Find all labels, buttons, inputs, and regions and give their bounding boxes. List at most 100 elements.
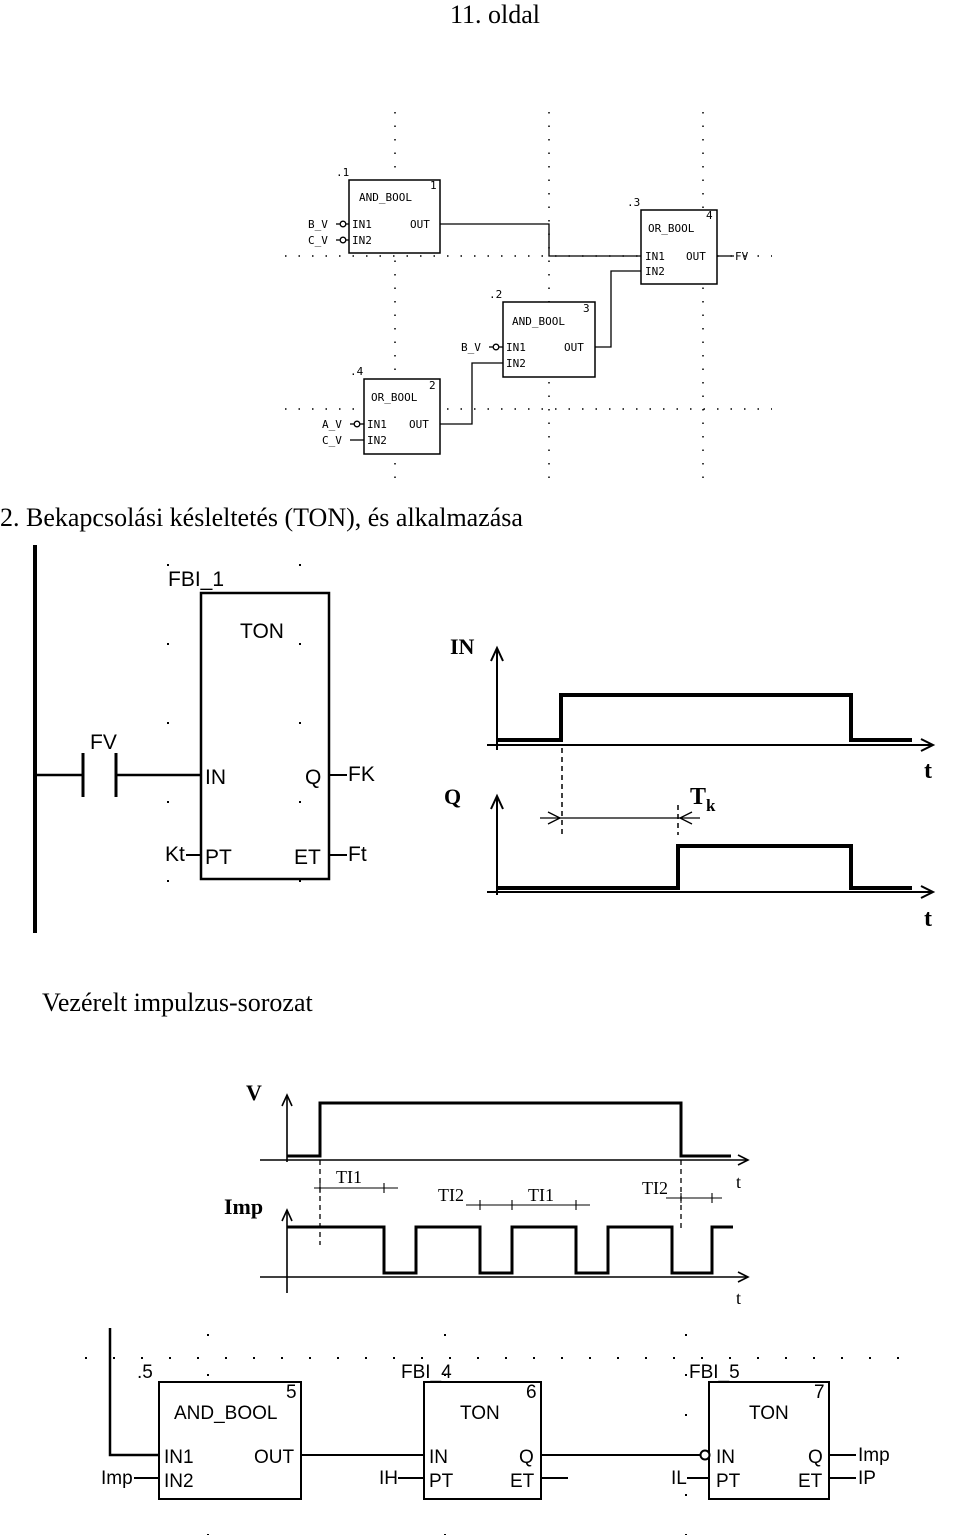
fbd1-b3-out: OUT: [564, 341, 584, 354]
fbd1-b2-num: 2: [429, 379, 436, 392]
fbd1-b2-in2: IN2: [367, 434, 387, 447]
fbd1-b1-in1: IN1: [352, 218, 372, 231]
fbd2-b5-in1: IN1: [164, 1447, 194, 1468]
fbd2-b6-type: TON: [460, 1403, 500, 1424]
fbd2-labels: .5 AND_BOOL 5 IN1 IN2 OUT Imp FBI_4 TON …: [101, 1362, 890, 1492]
fbd1-b4-type: OR_BOOL: [648, 222, 695, 235]
fbd1-b3-type: AND_BOOL: [512, 315, 565, 328]
fbd1-b4-num: 4: [706, 209, 713, 222]
fbd2-b7-in: IN: [716, 1447, 735, 1468]
subsection-title: Vezérelt impulzus-sorozat: [42, 988, 313, 1017]
pulse-t-axis-2: t: [736, 1288, 741, 1308]
fbd1-b1-type: AND_BOOL: [359, 191, 412, 204]
fbd2-b5-type: AND_BOOL: [174, 1403, 277, 1424]
fbd-diagram-1: [285, 112, 772, 490]
fbd1-b1-num: 1: [430, 179, 437, 192]
fbd2-b6-pt: PT: [429, 1471, 454, 1492]
fbd1-grid: [285, 112, 772, 490]
fbd1-b2-var-1: A_V: [322, 418, 342, 431]
fbd2-b7-pt: PT: [716, 1471, 741, 1492]
fbd-diagram-2: [85, 1328, 910, 1535]
fbd1-b2-var-2: C_V: [322, 434, 342, 447]
fbd2-b5-out: OUT: [254, 1447, 295, 1468]
fbd2-b7-et: ET: [798, 1471, 823, 1492]
fbd1-b1-var-2: C_V: [308, 234, 328, 247]
ton-block-type: TON: [240, 620, 284, 643]
timing-t-axis-1: t: [924, 758, 932, 784]
fbd2-b5-input-var: Imp: [101, 1468, 133, 1489]
ton-ladder-diagram: [33, 545, 347, 933]
fbd2-b6-pt-var: IH: [379, 1468, 398, 1489]
timing-tk-main: T: [690, 784, 706, 810]
pulse-ti2-label-1: TI2: [438, 1185, 464, 1205]
fbd1-b4-in2: IN2: [645, 265, 665, 278]
fbd2-b7-pt-var: IL: [671, 1468, 687, 1489]
ton-timing-diagram: [487, 645, 936, 899]
fbd2-b7-et-var: IP: [858, 1468, 876, 1489]
pulse-ti2-label-2: TI2: [642, 1178, 668, 1198]
fbd2-b6-num: 6: [526, 1382, 537, 1403]
ton-et-var: Ft: [348, 843, 367, 866]
fbd1-block-and-1: [348, 179, 441, 254]
fbd1-b3-step: .2: [489, 288, 502, 301]
fbd1-b3-in1: IN1: [506, 341, 526, 354]
fbd2-b7-q: Q: [808, 1447, 823, 1468]
fbd2-b6-in: IN: [429, 1447, 448, 1468]
fbd1-b1-step: .1: [336, 166, 349, 179]
pulse-v-label: V: [246, 1080, 262, 1105]
fbd2-b6-q: Q: [519, 1447, 534, 1468]
fbd2-b7-instance: FBI_5: [689, 1362, 740, 1383]
fbd1-b3-var-1: B_V: [461, 341, 481, 354]
fbd1-block-or-2: [363, 378, 441, 455]
pulse-ti1-label-2: TI1: [528, 1185, 554, 1205]
fbd2-b6-instance: FBI_4: [401, 1362, 452, 1383]
timing-q-label: Q: [444, 784, 461, 809]
ton-pin-pt: PT: [205, 846, 232, 869]
timing-tk-sub: k: [706, 796, 716, 815]
timing-in-label: IN: [450, 634, 475, 659]
ton-instance-name: FBI_1: [168, 568, 224, 591]
page-number: 11. oldal: [449, 0, 541, 29]
ton-pin-in: IN: [205, 766, 226, 789]
fbd2-b5-step: .5: [137, 1362, 153, 1383]
fbd1-b3-in2: IN2: [506, 357, 526, 370]
timing-t-axis-2: t: [924, 906, 932, 932]
fbd2-b6-et: ET: [510, 1471, 535, 1492]
fbd1-b4-step: .3: [627, 196, 640, 209]
fbd1-b2-type: OR_BOOL: [371, 391, 418, 404]
fbd1-labels: .1 AND_BOOL 1 IN1 IN2 OUT B_V C_V .3 OR_…: [308, 166, 749, 447]
pulse-imp-label: Imp: [224, 1194, 263, 1219]
section-title: 2. Bekapcsolási késleltetés (TON), és al…: [0, 503, 523, 532]
pulse-t-axis-1: t: [736, 1172, 741, 1192]
in-signal-waveform: [497, 693, 912, 742]
pulse-dimensions: [314, 1183, 722, 1210]
pulse-timing-labels: V Imp t t TI1 TI2 TI1 TI2: [224, 1080, 741, 1308]
fbd2-b7-q-var: Imp: [858, 1445, 890, 1466]
ton-ladder-labels: FBI_1 TON FV IN PT Q ET Kt FK Ft: [90, 568, 375, 869]
fbd1-b4-output-var: FV: [735, 250, 749, 263]
fbd2-b5-in2: IN2: [164, 1471, 194, 1492]
fbd1-b3-num: 3: [583, 302, 590, 315]
fbd1-b1-out: OUT: [410, 218, 430, 231]
ton-timing-labels: IN Q t t T k: [444, 634, 932, 932]
fbd1-b2-step: .4: [350, 365, 364, 378]
pulse-ti1-label-1: TI1: [336, 1167, 362, 1187]
ton-pin-q: Q: [305, 766, 321, 789]
imp-signal-waveform: [287, 1225, 733, 1275]
ton-block-fbi-1: [199, 591, 331, 881]
fbd1-b4-out: OUT: [686, 250, 706, 263]
contact-fv-label: FV: [90, 731, 117, 754]
fbd2-b7-type: TON: [749, 1403, 789, 1424]
fbd2-b5-num: 5: [286, 1382, 297, 1403]
fbd1-wires: [336, 220, 734, 441]
v-signal-waveform: [287, 1101, 731, 1158]
fbd1-b4-in1: IN1: [645, 250, 665, 263]
ton-pin-et: ET: [294, 846, 321, 869]
ton-pt-var: Kt: [165, 843, 185, 866]
pulse-timing-diagram: [260, 1093, 750, 1293]
fbd2-b7-num: 7: [814, 1382, 825, 1403]
fbd2-block-and-5: [158, 1381, 302, 1500]
fbd1-b2-in1: IN1: [367, 418, 387, 431]
fbd1-block-or-4: [640, 209, 718, 285]
